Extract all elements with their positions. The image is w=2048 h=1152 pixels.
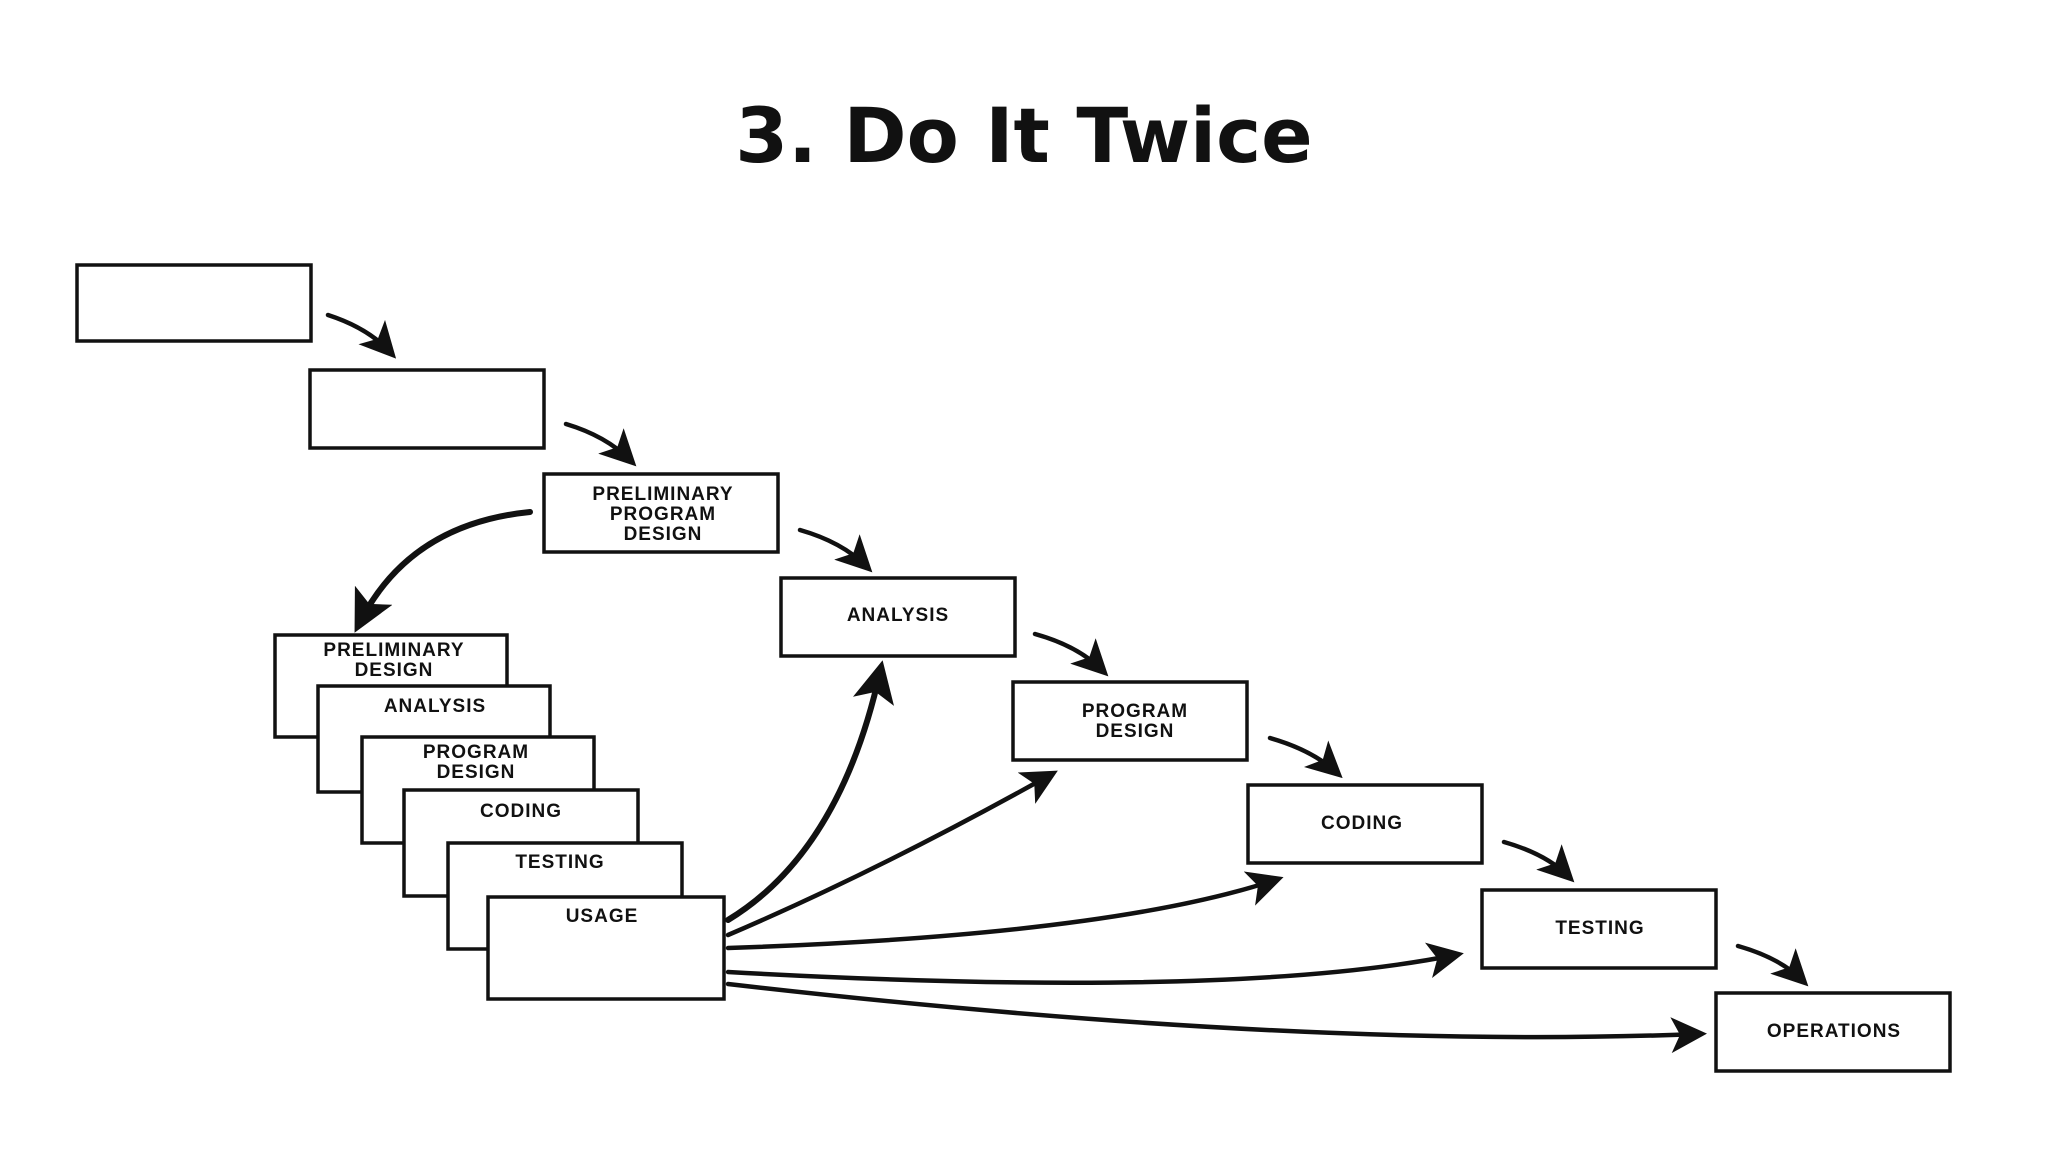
pilot-program-design-line-2: DESIGN <box>437 762 516 783</box>
program-design-line-1: PROGRAM <box>1082 701 1188 722</box>
main-step-1-box <box>75 263 313 343</box>
main-arrow-6 <box>1501 839 1575 883</box>
program-design-box: PROGRAM DESIGN <box>1011 680 1249 762</box>
testing-label: TESTING <box>1555 918 1644 939</box>
preliminary-program-design-line-2: PROGRAM <box>610 504 716 525</box>
main-arrow-7 <box>1735 943 1809 987</box>
operations-label: OPERATIONS <box>1767 1021 1901 1042</box>
main-arrow-5 <box>1267 735 1343 779</box>
pilot-program-design-line-1: PROGRAM <box>423 742 529 763</box>
usage-to-testing-arrow <box>725 942 1464 985</box>
coding-label: CODING <box>1321 813 1403 834</box>
preliminary-program-design-line-1: PRELIMINARY <box>592 484 733 505</box>
page-title: 3. Do It Twice <box>735 91 1313 180</box>
pilot-usage-box: USAGE <box>486 895 726 1001</box>
pilot-usage-label: USAGE <box>566 906 639 927</box>
analysis-box: ANALYSIS <box>779 576 1017 658</box>
main-arrow-1 <box>325 312 397 359</box>
analysis-label: ANALYSIS <box>847 605 949 626</box>
testing-box: TESTING <box>1480 888 1718 970</box>
pilot-entry-arrow <box>354 509 533 633</box>
usage-to-coding-arrow <box>725 871 1284 951</box>
usage-to-operations-arrow <box>725 981 1707 1054</box>
operations-box: OPERATIONS <box>1714 991 1952 1073</box>
pilot-analysis-label: ANALYSIS <box>384 696 486 717</box>
main-arrow-4 <box>1032 631 1109 677</box>
main-step-2-box <box>308 368 546 450</box>
program-design-line-2: DESIGN <box>1096 721 1175 742</box>
main-arrow-2 <box>563 421 637 467</box>
pilot-coding-label: CODING <box>480 801 562 822</box>
pilot-testing-label: TESTING <box>515 852 604 873</box>
pilot-preliminary-design-line-2: DESIGN <box>355 660 434 681</box>
usage-to-analysis-arrow <box>725 660 894 923</box>
preliminary-program-design-line-3: DESIGN <box>624 524 703 545</box>
coding-box: CODING <box>1246 783 1484 865</box>
pilot-preliminary-design-line-1: PRELIMINARY <box>323 640 464 661</box>
main-arrow-3 <box>797 527 873 573</box>
usage-to-program-design-arrow <box>725 770 1058 938</box>
preliminary-program-design-box: PRELIMINARY PROGRAM DESIGN <box>542 472 780 554</box>
